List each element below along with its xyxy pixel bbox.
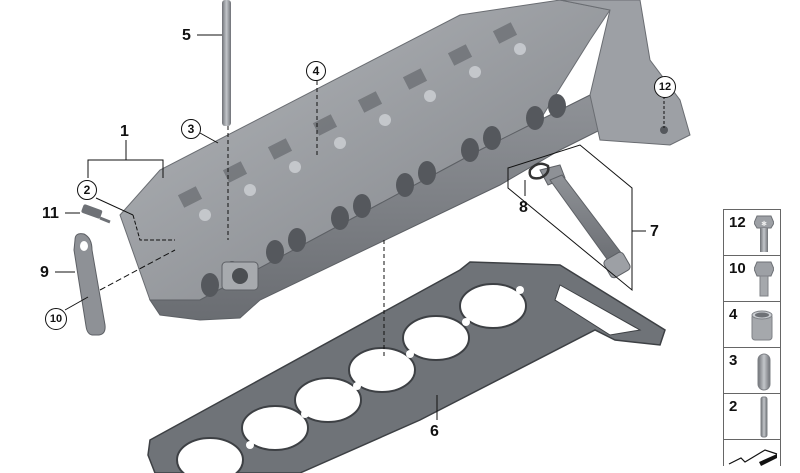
legend-item-gasket[interactable] (724, 440, 780, 466)
temperature-sensor-part[interactable] (81, 204, 111, 224)
callout-10[interactable]: 10 (45, 308, 67, 330)
lifting-bracket-part[interactable] (73, 233, 106, 336)
cylinder-head[interactable] (119, 0, 691, 321)
callout-9[interactable]: 9 (40, 264, 49, 281)
gasket-symbol-icon (728, 449, 778, 466)
legend-number: 2 (729, 398, 738, 415)
stud-bolt-part[interactable] (222, 0, 231, 126)
leader-lines (55, 34, 665, 420)
small-parts-legend: 12 ✱ 10 4 3 (723, 209, 781, 466)
legend-number: 10 (729, 260, 746, 277)
legend-item-4[interactable]: 4 (724, 302, 780, 348)
callout-4[interactable]: 4 (306, 61, 326, 81)
legend-number: 4 (729, 306, 738, 323)
legend-number: 3 (729, 352, 738, 369)
callout-8[interactable]: 8 (519, 199, 528, 216)
svg-text:✱: ✱ (761, 220, 767, 228)
cylinder-head-gasket-part[interactable] (147, 261, 666, 473)
callout-5[interactable]: 5 (182, 27, 191, 44)
hex-flange-bolt-icon (754, 261, 774, 297)
legend-number: 12 (729, 214, 746, 231)
coolant-pipe-part[interactable] (528, 162, 632, 279)
callout-2[interactable]: 2 (77, 180, 97, 200)
stud-icon (760, 396, 768, 438)
callout-7[interactable]: 7 (650, 223, 659, 240)
legend-item-3[interactable]: 3 (724, 348, 780, 394)
callout-11[interactable]: 11 (42, 205, 59, 222)
callout-6[interactable]: 6 (430, 423, 439, 440)
pin-icon (757, 353, 771, 391)
legend-item-10[interactable]: 10 (724, 256, 780, 302)
sleeve-icon (751, 310, 773, 341)
callout-1[interactable]: 1 (120, 123, 129, 140)
legend-item-12[interactable]: 12 ✱ (724, 210, 780, 256)
callout-3[interactable]: 3 (181, 119, 201, 139)
legend-item-2[interactable]: 2 (724, 394, 780, 440)
callout-12[interactable]: 12 (654, 76, 676, 98)
torx-flange-bolt-icon: ✱ (754, 215, 774, 252)
